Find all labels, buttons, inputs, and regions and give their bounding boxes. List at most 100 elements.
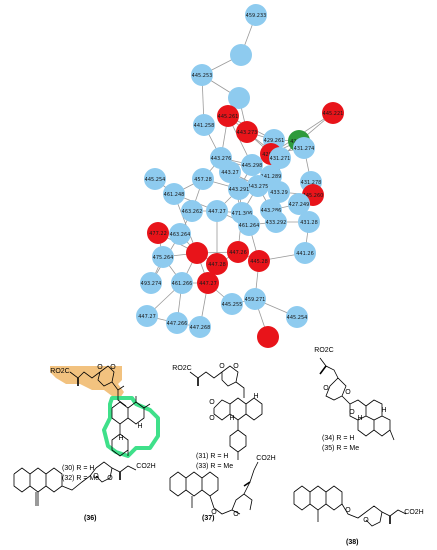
node-circle [169,223,191,245]
node-circle [244,288,266,310]
caption-34: (34) R = H [322,435,354,442]
network-node: 445.298 [241,154,263,176]
node-label: 441.26 [296,251,314,257]
network-node: 431.274 [293,137,315,159]
caption-31: (31) R = H [196,453,228,460]
node-label: 427.249 [289,202,310,208]
node-label: 445.260 [303,193,324,199]
network-node: 459.233 [245,4,267,26]
network-node: 445.254 [286,306,308,328]
node-label: 447.27 [199,281,217,287]
node-label: 447.27 [138,314,156,320]
node-circle [288,193,310,215]
oxygen-label: O [97,364,103,371]
network-node: 443.27 [219,161,241,183]
network-node: 443.275 [247,175,269,197]
node-circle [268,181,290,203]
stereo-h-label: H [137,423,142,430]
caption-32: (32) R = Me [62,475,99,482]
node-circle [189,316,211,338]
node-label: 459.233 [246,13,267,19]
node-circle [144,168,166,190]
node-label: 447.266 [167,321,188,327]
structure-37-substituent: CO2H [256,455,275,462]
node-label: 445.254 [287,315,308,321]
network-node: 431.28 [298,211,320,233]
node-label: 445.298 [242,163,263,169]
node-label: 445.28 [250,259,268,265]
node-label: 431.28 [300,220,318,226]
node-circle [241,154,263,176]
node-circle [186,242,208,264]
structure-37 [169,461,259,515]
node-circle [217,105,239,127]
node-label: 461.248 [164,192,185,198]
network-node: 441.258 [193,114,215,136]
network-node: 441.26 [294,242,316,264]
caption-30: (30) R = H [62,465,94,472]
node-label: 475.264 [153,255,174,261]
stereo-h-label: H [118,435,123,442]
network-node: 447.268 [189,316,211,338]
network-node: 477.22 [147,222,169,244]
structure-31-33 [189,365,263,460]
node-circle [247,175,269,197]
node-circle [227,241,249,263]
node-circle [136,305,158,327]
node-label: 445.254 [145,177,166,183]
node-circle [171,272,193,294]
network-node: 445.261 [217,105,239,127]
node-label: 461.266 [172,281,193,287]
structure-31-substituent: RO2C [172,365,191,372]
node-circle [221,293,243,315]
node-label: 443.286 [261,208,282,214]
oxygen-label: O [323,385,329,392]
node-circle [181,200,203,222]
node-label: 443.276 [211,156,232,162]
node-circle [269,147,291,169]
oxygen-label: O [93,473,99,480]
node-circle [191,64,213,86]
network-node: 443.273 [236,121,258,143]
network-node: 459.271 [244,288,266,310]
node-circle [193,114,215,136]
structure-36 [13,461,137,506]
network-node: 493.274 [140,272,162,294]
oxygen-label: O [211,509,217,516]
network-node: 463.264 [169,223,191,245]
structure-30-32 [50,365,160,458]
node-label: 463.262 [182,209,203,215]
caption-37: (37) [202,515,214,522]
node-label: 459.271 [245,297,266,303]
node-label: 445.255 [222,302,243,308]
node-label: 433.292 [266,220,287,226]
network-node: 445.221 [322,102,344,124]
network-node: 447.27 [136,305,158,327]
oxygen-label: O [110,364,116,371]
network-node: 445.254 [144,168,166,190]
node-circle [192,168,214,190]
node-circle [265,211,287,233]
node-label: 445.253 [192,73,213,79]
oxygen-label: O [349,409,355,416]
node-circle [245,4,267,26]
node-circle [228,87,250,109]
node-circle [152,246,174,268]
node-circle [322,102,344,124]
node-label: 461.264 [239,223,260,229]
node-circle [293,137,315,159]
stereo-h-label: H [229,415,234,422]
network-node: 427.249 [288,193,310,215]
structure-30-substituent: RO2C [50,368,69,375]
node-circle [294,242,316,264]
node-label: 471.306 [232,211,253,217]
node-label: 431.278 [301,180,322,186]
network-node [230,44,252,66]
node-circle [219,161,241,183]
node-label: 477.22 [149,231,167,237]
node-circle [286,306,308,328]
node-label: 445.261 [218,114,239,120]
node-label: 433.29 [270,190,288,196]
